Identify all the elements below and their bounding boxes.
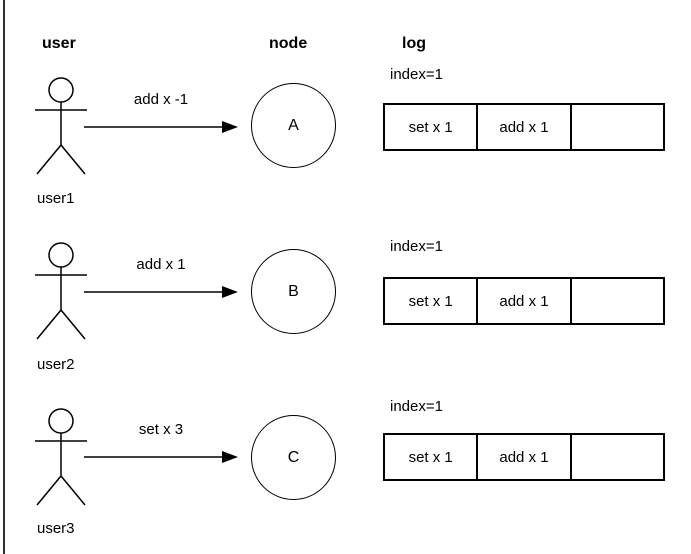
column-header-log: log <box>402 35 426 52</box>
column-header-user: user <box>42 35 76 52</box>
node-circle: A <box>251 83 336 168</box>
log-cell <box>572 279 663 323</box>
arrow-right-icon <box>84 449 239 465</box>
log-row: set x 1 add x 1 <box>383 433 665 481</box>
log-index-label: index=1 <box>390 238 443 255</box>
log-cell <box>572 105 663 149</box>
log-index-label: index=1 <box>390 398 443 415</box>
log-cell: set x 1 <box>385 105 479 149</box>
log-row: set x 1 add x 1 <box>383 277 665 325</box>
node-circle: C <box>251 415 336 500</box>
log-cell: add x 1 <box>478 105 572 149</box>
column-header-node: node <box>269 35 308 52</box>
stick-figure-icon <box>33 77 89 177</box>
arrow-right-icon <box>84 119 239 135</box>
log-cell: add x 1 <box>478 435 572 479</box>
node-circle: B <box>251 249 336 334</box>
log-cell: add x 1 <box>478 279 572 323</box>
user-name-label: user2 <box>37 356 75 373</box>
log-cell <box>572 435 663 479</box>
log-cell: set x 1 <box>385 279 479 323</box>
arrow-right-icon <box>84 284 239 300</box>
message-label: set x 3 <box>138 421 184 438</box>
log-cell: set x 1 <box>385 435 479 479</box>
node-label: B <box>288 282 299 300</box>
message-label: add x -1 <box>133 91 189 108</box>
node-label: A <box>288 116 299 134</box>
node-label: C <box>287 448 300 466</box>
stick-figure-icon <box>33 408 89 508</box>
user-name-label: user1 <box>37 190 75 207</box>
log-index-label: index=1 <box>390 66 443 83</box>
frame-left-border <box>3 0 5 554</box>
message-label: add x 1 <box>136 256 186 273</box>
log-row: set x 1 add x 1 <box>383 103 665 151</box>
stick-figure-icon <box>33 242 89 342</box>
user-name-label: user3 <box>37 520 75 537</box>
